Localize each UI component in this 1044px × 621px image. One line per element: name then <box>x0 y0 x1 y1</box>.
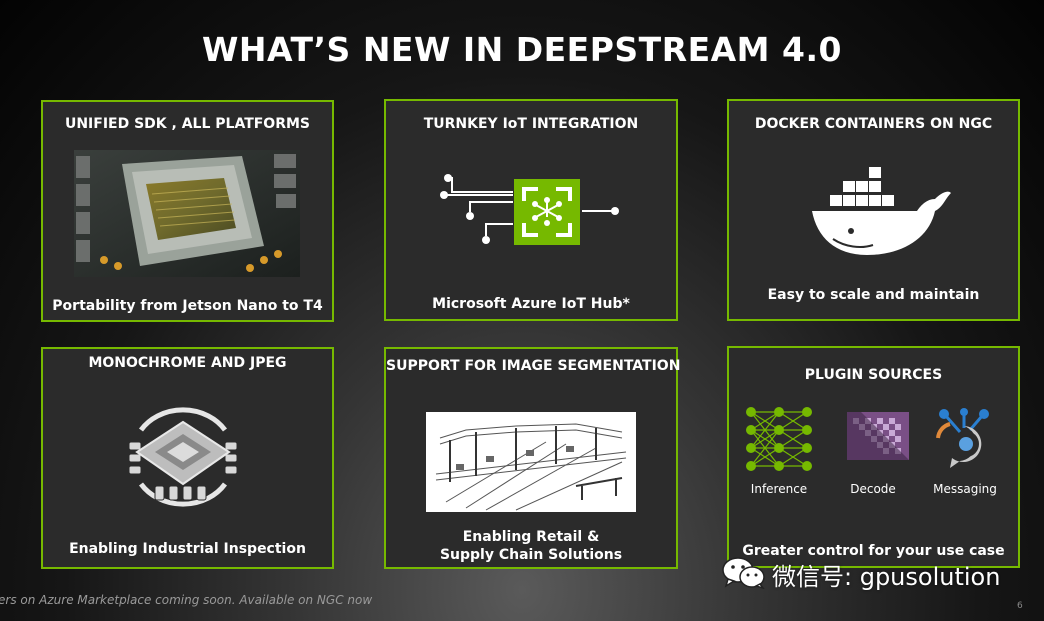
card-docker: DOCKER CONTAINERS ON NGC Easy to scale a… <box>727 99 1020 321</box>
card-plugin-sources: PLUGIN SOURCES Inference <box>727 346 1020 568</box>
footnote: ers on Azure Marketplace coming soon. Av… <box>0 593 373 607</box>
card-caption: Easy to scale and maintain <box>767 287 980 303</box>
wechat-id-text: 微信号: gpusolution <box>772 563 1001 591</box>
card-caption: Microsoft Azure IoT Hub* <box>432 296 630 312</box>
gpu-chip-photo <box>74 150 300 277</box>
azure-iot-hub-icon <box>440 174 619 245</box>
caption-line: Enabling Retail & <box>462 529 600 545</box>
decode-icon <box>847 412 909 460</box>
warehouse-conveyor-sketch <box>426 412 636 512</box>
plugin-label-inference: Inference <box>750 482 808 496</box>
caption-line: Supply Chain Solutions <box>439 547 623 563</box>
docker-whale-icon <box>812 167 951 255</box>
plugin-label-messaging: Messaging <box>933 482 997 496</box>
wechat-icon <box>722 557 765 589</box>
card-caption: Enabling Industrial Inspection <box>69 541 306 557</box>
card-unified-sdk: UNIFIED SDK , ALL PLATFORMS <box>41 100 334 322</box>
messaging-icon <box>936 408 989 468</box>
neural-network-icon <box>746 407 812 471</box>
page-number: 6 <box>1017 601 1023 611</box>
card-title: PLUGIN SOURCES <box>804 367 943 383</box>
card-title: UNIFIED SDK , ALL PLATFORMS <box>64 116 311 132</box>
card-caption: Greater control for your use case <box>742 543 1005 559</box>
card-title: SUPPORT FOR IMAGE SEGMENTATION <box>386 358 681 374</box>
card-title: MONOCHROME AND JPEG <box>88 355 287 371</box>
card-monochrome-jpeg: MONOCHROME AND JPEG Enabling Industrial … <box>41 347 334 569</box>
card-turnkey-iot: TURNKEY IoT INTEGRATION <box>384 99 678 321</box>
slide-title: WHAT’S NEW IN DEEPSTREAM 4.0 <box>202 30 842 69</box>
card-caption: Enabling Retail & Supply Chain Solutions <box>386 528 676 564</box>
plugin-label-decode: Decode <box>850 482 896 496</box>
processor-chip-icon <box>128 407 238 507</box>
card-title: TURNKEY IoT INTEGRATION <box>423 116 639 132</box>
card-title: DOCKER CONTAINERS ON NGC <box>754 116 993 132</box>
card-image-segmentation: SUPPORT FOR IMAGE SEGMENTATION <box>384 347 681 569</box>
card-caption: Portability from Jetson Nano to T4 <box>52 298 323 314</box>
